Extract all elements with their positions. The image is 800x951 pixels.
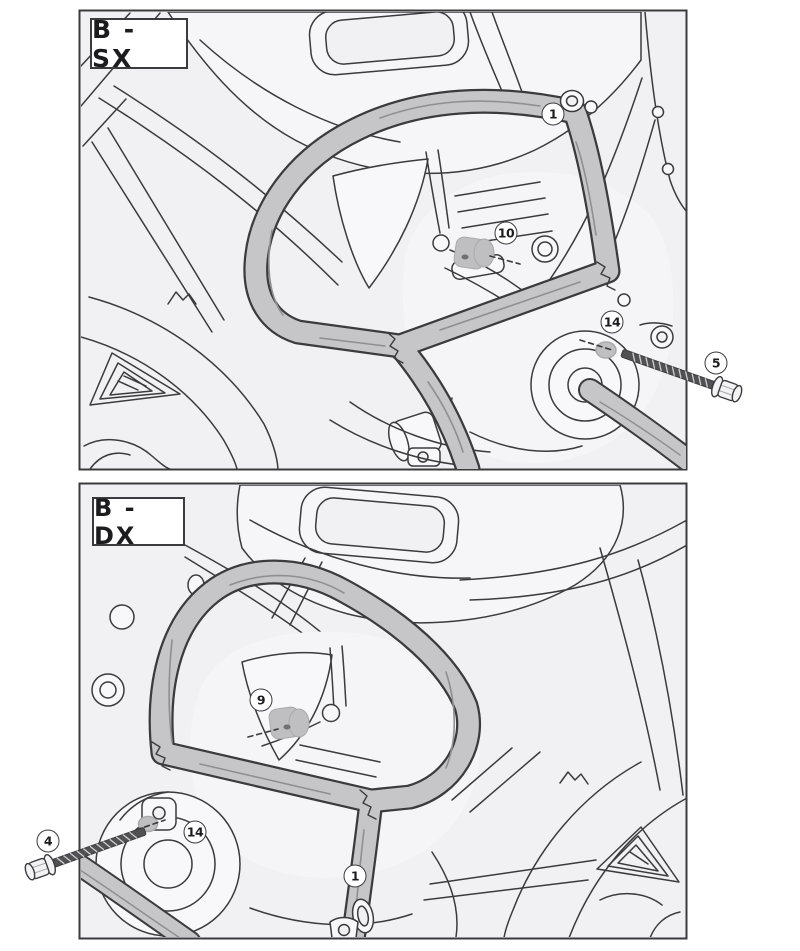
callout-b-dx-14: 14	[183, 820, 207, 844]
spacer-9	[268, 706, 310, 740]
illustration-sx	[81, 12, 686, 469]
panel-label-sx: B - SX	[90, 15, 188, 73]
callout-b-sx-1: 1	[541, 102, 565, 126]
callout-b-dx-9: 9	[249, 688, 273, 712]
callout-b-sx-10: 10	[494, 221, 518, 245]
panel-label-dx: B - DX	[92, 494, 185, 550]
crash-bar-sx	[243, 88, 621, 469]
spacer-10	[453, 236, 495, 270]
callout-b-dx-1: 1	[343, 864, 367, 888]
callout-b-dx-4: 4	[36, 829, 60, 853]
callout-b-sx-5: 5	[704, 351, 728, 375]
washer-14-sx	[595, 341, 617, 359]
callout-b-sx-14: 14	[600, 310, 624, 334]
